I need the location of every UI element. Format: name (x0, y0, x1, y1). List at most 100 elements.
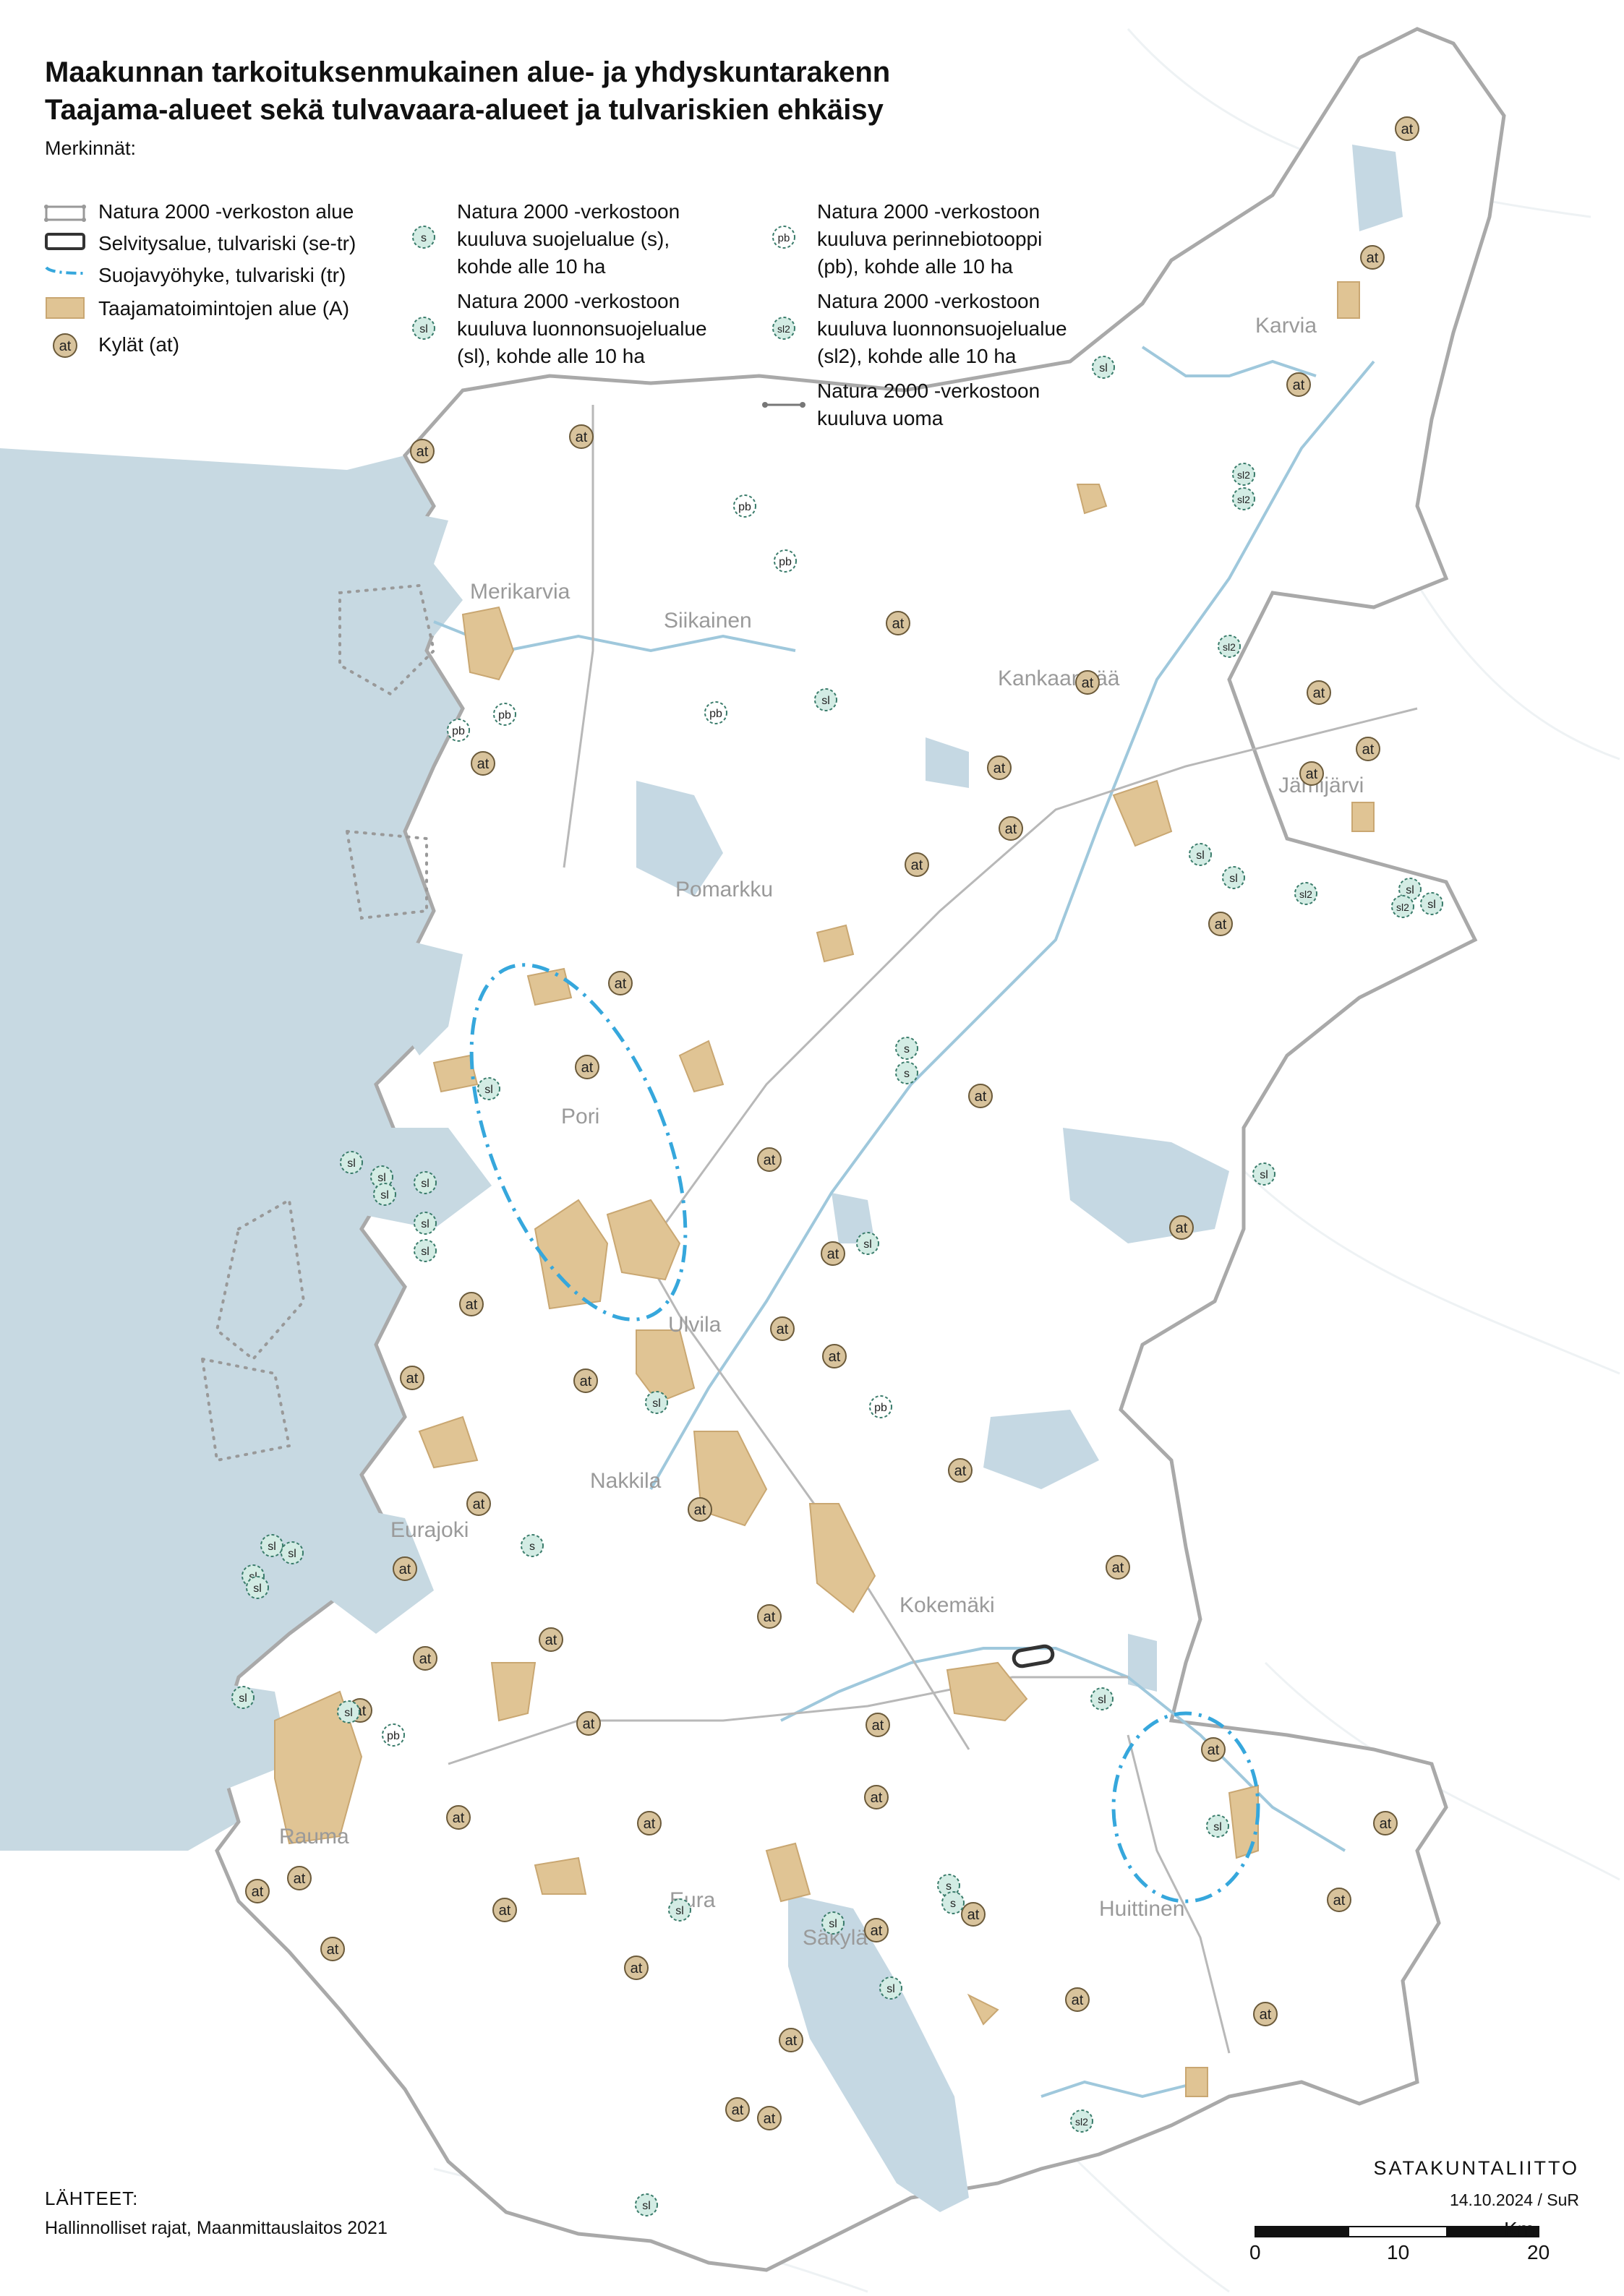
svg-text:s: s (421, 232, 427, 244)
natura-site-sl-marker: sl (337, 1700, 360, 1723)
svg-text:s: s (904, 1068, 910, 1080)
svg-text:at: at (294, 1871, 306, 1887)
natura-site-sl-marker: sl (635, 2193, 658, 2216)
natura-site-pb-marker: pb (704, 701, 727, 724)
svg-text:at: at (1367, 250, 1379, 266)
natura-site-pb-marker: pb (493, 703, 516, 726)
village-marker: at (905, 852, 929, 877)
legend-pb-symbol: pb (772, 226, 795, 249)
svg-text:sl: sl (829, 1918, 837, 1930)
natura-site-sl-marker: sl (1222, 866, 1245, 889)
svg-text:at: at (545, 1632, 557, 1648)
place-kokemaki: Kokemäki (899, 1593, 995, 1617)
map-date: 14.10.2024 / SuR (1449, 2190, 1579, 2209)
svg-text:pb: pb (779, 556, 792, 568)
village-marker: at (608, 971, 633, 995)
legend-label-survey-area: Selvitysalue, tulvariski (se-tr) (98, 232, 356, 254)
legend-label-village: Kylät (at) (98, 333, 180, 356)
map-title-line-2: Taajama-alueet sekä tulvavaara-alueet ja… (45, 94, 884, 126)
roads (448, 405, 1418, 2054)
place-siikainen: Siikainen (664, 609, 752, 633)
legend-flood-zone-symbol (45, 266, 85, 275)
village-marker: at (287, 1866, 312, 1890)
svg-text:sl: sl (886, 1983, 895, 1995)
svg-text:at: at (764, 1152, 776, 1168)
village-marker: at (864, 1918, 889, 1942)
natura-site-pb-marker: pb (733, 494, 756, 518)
village-marker: at (637, 1811, 662, 1835)
svg-text:at: at (1176, 1220, 1188, 1236)
village-marker: at (866, 1713, 890, 1737)
village-marker: at (471, 751, 495, 776)
svg-text:sl: sl (484, 1084, 493, 1096)
svg-text:pb: pb (498, 709, 511, 721)
natura-site-sl-marker: sl (231, 1686, 255, 1709)
svg-text:at: at (954, 1463, 967, 1479)
urban-areas (274, 281, 1375, 2097)
legend-sl-symbol: sl (412, 317, 435, 340)
svg-text:at: at (1082, 675, 1094, 691)
svg-text:at: at (1005, 821, 1017, 837)
legend-label-sl2: Natura 2000 -verkostoon kuuluva luonnons… (817, 290, 1067, 367)
natura-site-sl-marker: sl (414, 1171, 437, 1194)
svg-text:at: at (580, 1374, 592, 1389)
place-ulvila: Ulvila (668, 1313, 722, 1337)
svg-text:sl: sl (253, 1582, 262, 1595)
svg-text:at: at (615, 976, 627, 992)
svg-text:at: at (1333, 1893, 1346, 1909)
village-marker: at (245, 1879, 270, 1903)
natura-site-sl-marker: sl (814, 688, 837, 711)
natura-site-sl2-marker: sl2 (1070, 2109, 1093, 2133)
svg-text:sl2: sl2 (1223, 641, 1236, 653)
svg-text:pb: pb (709, 708, 722, 720)
village-marker: at (886, 611, 910, 635)
natura-site-sl-marker: sl (1206, 1815, 1229, 1838)
village-marker: at (492, 1898, 517, 1922)
svg-text:at: at (827, 1246, 839, 1262)
village-marker: at (1201, 1737, 1226, 1762)
village-marker: at (968, 1084, 993, 1108)
natura-site-sl2-marker: sl2 (1232, 487, 1255, 510)
svg-text:at: at (1072, 1992, 1084, 2008)
svg-text:sl: sl (821, 695, 830, 707)
svg-text:sl: sl (1098, 1694, 1106, 1706)
svg-text:sl: sl (652, 1397, 661, 1410)
natura-site-sl2-marker: sl2 (1294, 882, 1317, 905)
legend-label-pb: Natura 2000 -verkostoon kuuluva perinneb… (817, 200, 1043, 278)
legend-urban-symbol (46, 297, 85, 319)
svg-text:pb: pb (452, 725, 465, 737)
svg-text:sl: sl (675, 1905, 684, 1917)
natura-site-sl-marker: sl (1189, 843, 1212, 866)
village-marker: at (757, 2106, 782, 2130)
natura-site-sl-marker: sl (260, 1534, 283, 1557)
village-marker: at (779, 2028, 803, 2052)
village-marker: at (821, 1241, 845, 1266)
natura-site-s-marker: s (941, 1891, 965, 1914)
svg-text:sl2: sl2 (777, 323, 790, 335)
sources-heading: LÄHTEET: (45, 2188, 139, 2209)
village-marker: at (1253, 2002, 1278, 2026)
svg-text:sl: sl (268, 1541, 276, 1553)
village-marker: at (961, 1902, 986, 1927)
village-marker: at (1208, 912, 1233, 936)
svg-text:sl: sl (421, 1178, 429, 1190)
svg-text:sl: sl (1406, 884, 1414, 896)
svg-text:at: at (583, 1716, 595, 1732)
svg-text:at: at (1362, 742, 1375, 758)
svg-text:at: at (419, 1651, 432, 1667)
svg-text:at: at (764, 1609, 776, 1625)
map-title-line-1: Maakunnan tarkoituksenmukainen alue- ja … (45, 56, 891, 88)
svg-text:sl: sl (1196, 849, 1205, 862)
svg-text:at: at (764, 2111, 776, 2127)
place-names: Merikarvia Siikainen Kankaanpää Jämijärv… (279, 314, 1364, 1950)
svg-text:at: at (453, 1810, 465, 1826)
village-marker: at (393, 1556, 417, 1581)
village-marker: at (575, 1055, 599, 1079)
svg-text:at: at (993, 761, 1006, 776)
natura-site-sl-marker: sl (246, 1576, 269, 1599)
svg-text:sl: sl (288, 1548, 296, 1560)
legend-river-symbol (762, 402, 805, 408)
village-marker: at (987, 755, 1012, 780)
natura-site-sl-marker: sl (1092, 356, 1115, 379)
